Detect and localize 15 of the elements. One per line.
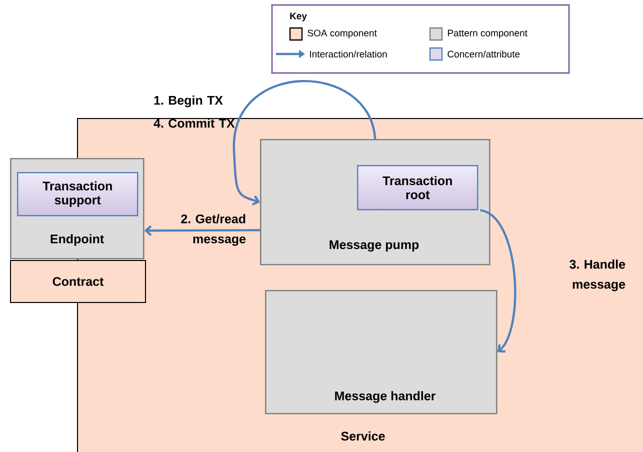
legend-label: SOA component (308, 30, 377, 38)
contract-box: Contract (10, 260, 146, 303)
edge-label: 3. Handle message (570, 260, 626, 292)
legend-label: Pattern component (448, 30, 528, 38)
arrow (480, 209, 516, 353)
legend-label: Concern/attribute (448, 50, 520, 58)
legend-title: Key (290, 12, 307, 22)
concern-box: Transaction support (17, 172, 138, 216)
arrow (232, 80, 376, 206)
concern-box: Transaction root (357, 165, 478, 210)
arrow (144, 225, 260, 236)
legend-label: Interaction/relation (310, 50, 387, 58)
edge-label: 1. Begin TX 4. Commit TX (154, 96, 235, 128)
edge-label: 2. Get/read message (181, 214, 246, 246)
handler-box: Message handler (265, 290, 498, 414)
